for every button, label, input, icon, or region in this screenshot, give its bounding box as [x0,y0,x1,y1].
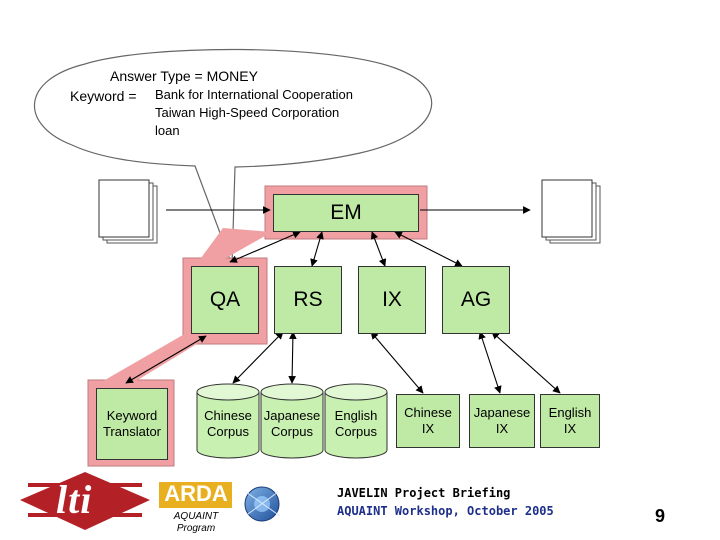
ix-module: IX [358,266,426,334]
english-corpus: English Corpus [325,384,387,450]
corpus-label: English [334,408,378,423]
program-label: Program [176,523,216,534]
keyword-prefix-label: Keyword = [70,88,137,104]
ix-box-label: Japanese [473,405,531,420]
workshop-subtitle: AQUAINT Workshop, October 2005 [337,504,554,518]
chinese-ix-box: Chinese IX [396,394,460,448]
keyword-translator-line2: Translator [102,424,162,439]
keyword-translator-module: Keyword Translator [96,388,168,460]
callout-bubble [33,48,433,266]
lti-logo-text: lti [56,477,93,522]
ix-box-label: Chinese [404,405,452,420]
ix-box-label: IX [421,421,435,436]
aquaint-program-label: AQUAINT Program [162,511,230,535]
page-number: 9 [655,506,666,526]
qa-module: QA [191,266,259,334]
corpus-label: Corpus [335,424,377,439]
keyword-item: Bank for International Cooperation [155,87,354,102]
corpus-label: Japanese [263,408,321,423]
ix-box-label: English [548,405,592,420]
corpus-cylinders [196,383,388,459]
project-title: JAVELIN Project Briefing [337,486,511,500]
arda-logo [159,482,232,508]
answer-type-label: Answer Type = MONEY [110,68,258,84]
corpus-label: Corpus [207,424,249,439]
chinese-corpus-cylinder [196,383,260,459]
keyword-item: loan [155,123,180,138]
english-ix-box: English IX [540,394,600,448]
keyword-item: Taiwan High-Speed Corporation [155,105,340,120]
flow-arrows [125,206,561,394]
arda-logo-text: ARDA [164,481,228,506]
keyword-translator-line1: Keyword [106,408,158,423]
keyword-list: Bank for International Cooperation Taiwa… [155,86,353,140]
japanese-ix-box: Japanese IX [469,394,535,448]
output-documents-icon [541,179,601,244]
english-corpus-cylinder [324,383,388,459]
lti-logo [20,472,150,530]
corpus-label: Chinese [204,408,252,423]
ix-box-label: IX [495,421,509,436]
rs-module: RS [274,266,342,334]
em-module: EM [273,194,419,232]
japanese-corpus: Japanese Corpus [261,384,323,450]
ix-box-label: IX [563,421,577,436]
input-documents-icon [98,179,158,244]
chinese-corpus: Chinese Corpus [197,384,259,450]
program-emblem-icon [244,486,281,522]
japanese-corpus-cylinder [260,383,324,459]
ag-module: AG [442,266,510,334]
corpus-label: Corpus [271,424,313,439]
aquaint-label: AQUAINT [173,511,219,522]
